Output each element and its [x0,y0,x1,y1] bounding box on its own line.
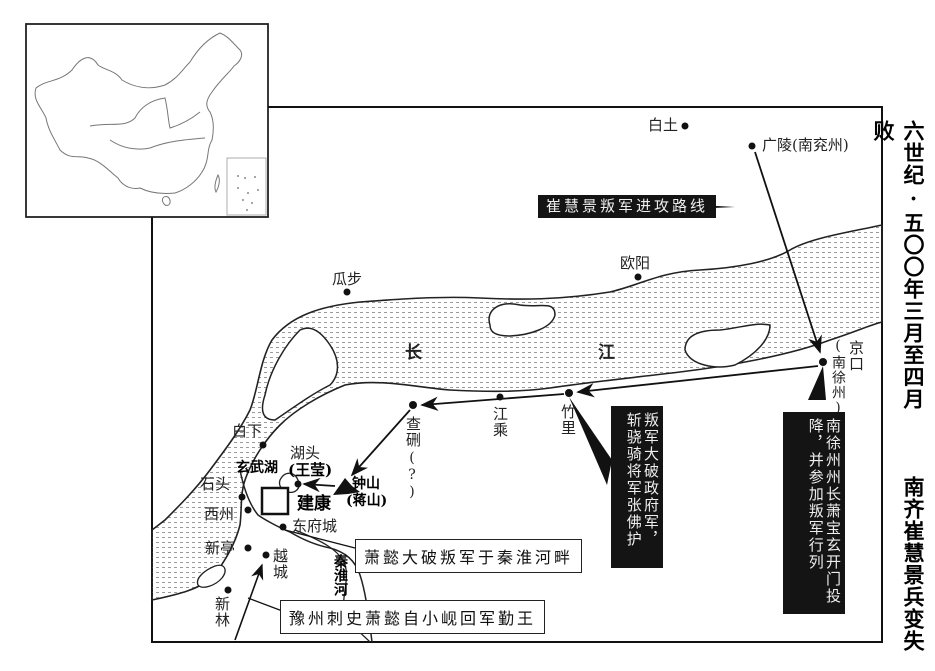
route-xiaoyi-return [234,563,264,641]
route-zhuli-zhaxi [420,393,565,411]
dot-xinlin [224,586,232,594]
island-west [261,327,339,421]
island-southwest [196,564,226,588]
label-jiankang: 建康 [297,494,331,514]
dot-xinting [244,544,252,552]
river-name-qinhuai: 秦淮河 [332,554,348,596]
label-dongfucheng: 东府城 [292,517,338,535]
island-center [488,303,556,337]
label-hutou-alt: (王莹) [288,461,333,479]
island-east [684,323,771,368]
label-xinting: 新亭 [205,539,236,557]
south-china-sea-inset [226,157,267,216]
dot-yuecheng [262,551,270,559]
pointer-zhuli [569,397,612,485]
label-guangling: 广陵(南兖州) [762,136,849,154]
route-zhaxi-zhongshan [350,409,411,477]
route-legend-label: 崔慧景叛军进攻路线 [538,195,717,219]
dot-xizhou [244,506,252,514]
callout-qinhuai-battle: 萧懿大破叛军于秦淮河畔 [355,539,583,573]
dot-ouyang [634,273,642,281]
label-jingkou: 京口 [847,340,865,372]
label-xizhou: 西州 [204,505,235,523]
jiankang-shoreline [239,469,373,643]
callout-jingkou-surrender: 南徐州州长萧宝玄开门投降，并参加叛军行列 [783,412,845,614]
label-ouyang: 欧阳 [620,254,651,272]
route-guangling-jingkou [754,151,822,354]
label-baixia: 白下 [232,422,263,440]
pointer-xiaoyi [247,597,286,613]
mountain-icon [333,478,360,495]
label-zhongshan: 钟山 [352,476,380,492]
label-xuanwuhu: 玄武湖 [236,460,278,476]
dot-zhaxi [409,401,417,409]
dot-zhuli [565,389,573,397]
dot-shitou [238,493,246,501]
pointer-jingkou [808,366,826,400]
river-name-jiang: 江 [598,343,615,363]
dot-jingkou [819,358,827,366]
callout-zhuli-battle: 叛军大破政府军，斩骁骑将军张佛护 [611,406,663,568]
dot-dongfucheng [279,523,287,531]
label-xinlin: 新林 [213,596,231,628]
label-shitou: 石头 [200,475,231,493]
dot-baixia [259,441,267,449]
inset-china-map [25,23,290,230]
label-hutou: 湖头 [290,444,321,462]
label-jiangcheng: 江乘 [491,406,509,438]
dot-baitu [681,122,689,130]
label-zhuli: 竹里 [559,404,577,436]
label-zhaxi-q: (?) [404,450,420,501]
place-markers [224,122,827,594]
title-event: 南齐崔慧景兵变失败 [871,120,926,652]
pointer-qinhuai [284,529,356,549]
label-guabu: 瓜步 [332,270,363,288]
label-baitu: 白土 [648,116,679,134]
rebel-route [302,151,822,493]
route-jingkou-zhuli [576,365,819,398]
title-period: 六世纪·五〇〇年三月至四月 [901,120,926,410]
map-title: 六世纪·五〇〇年三月至四月 南齐崔慧景兵变失败 [871,120,928,671]
route-zhongshan-hutou [302,477,336,493]
label-jingkou-alt: (南徐州) [830,338,846,417]
callout-xiaoyi-return: 豫州刺史萧懿自小岘回军勤王 [280,600,546,634]
dot-guabu [343,288,351,296]
river-name-chang: 长 [405,343,422,363]
label-yuecheng: 越城 [271,548,289,580]
label-zhaxi: 查硎 [404,416,422,448]
label-zhongshan-alt: (蒋山) [346,493,388,509]
jiankang-city-icon [260,486,290,516]
dot-guangling [748,142,756,150]
yangtze-river [151,224,883,601]
dot-hutou [294,480,302,488]
inset-frame [25,23,269,218]
china-outline [34,32,243,194]
